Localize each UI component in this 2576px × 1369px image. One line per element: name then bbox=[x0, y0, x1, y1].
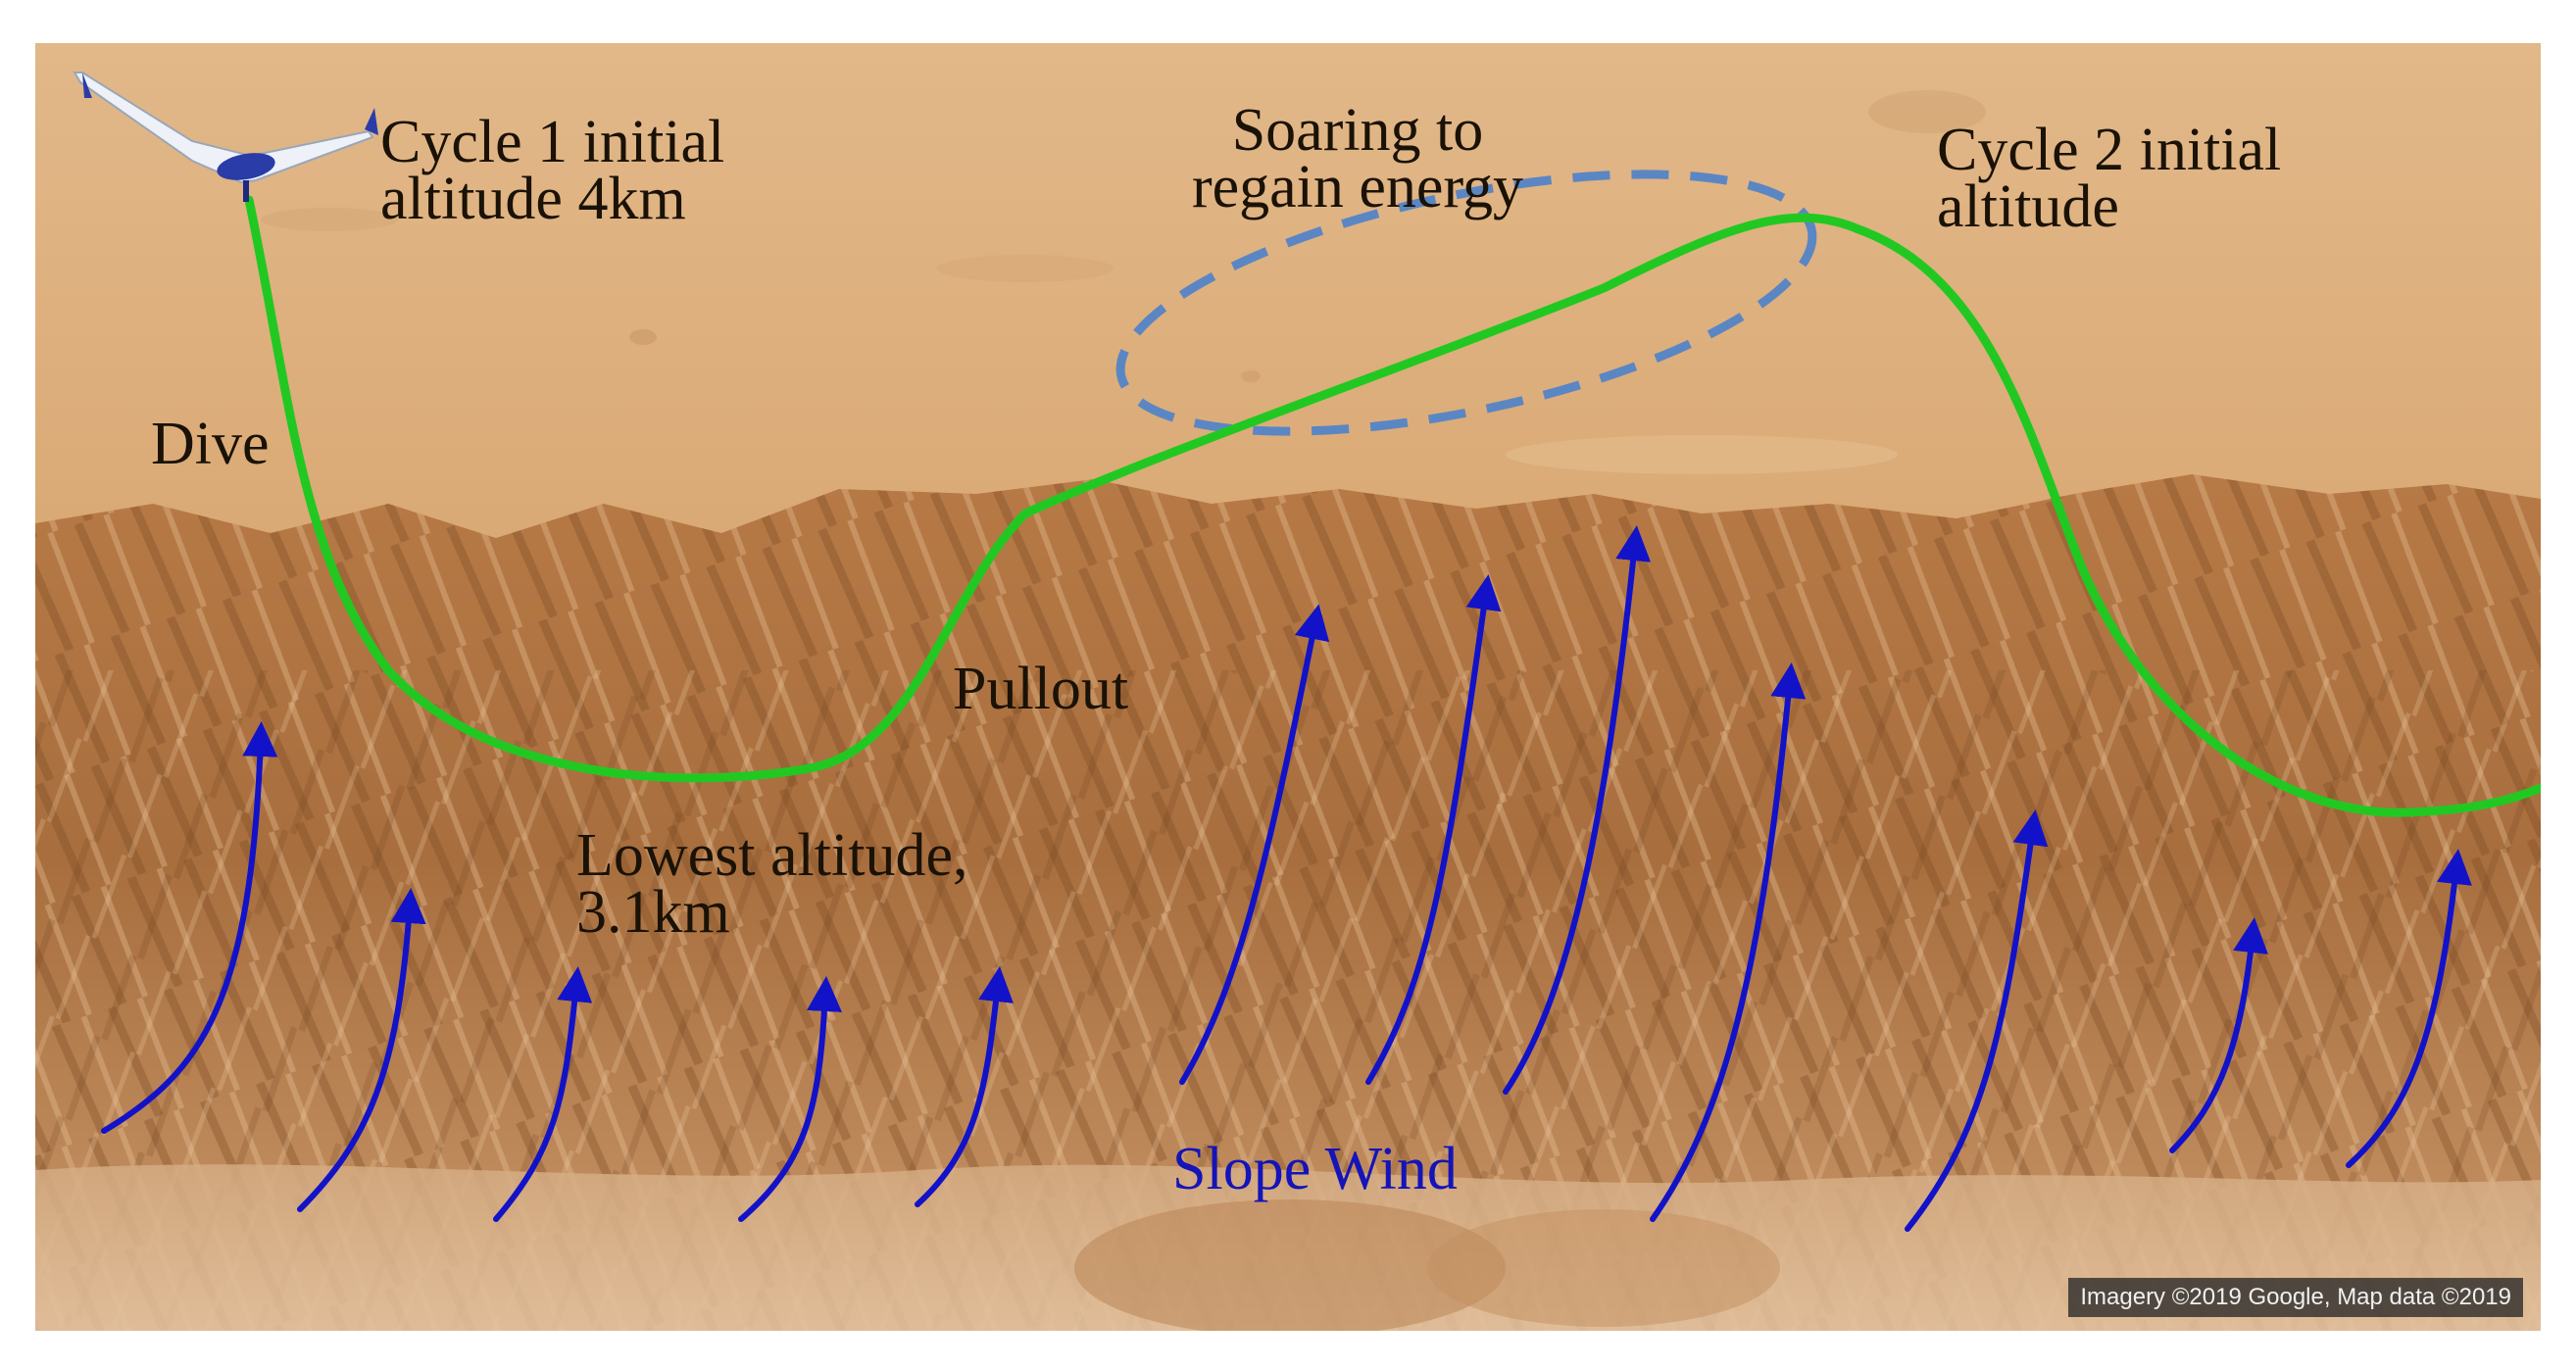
slope-wind-text: Slope Wind bbox=[1172, 1136, 1458, 1202]
diagram-scene: Cycle 1 initial altitude 4km Soaring to … bbox=[35, 43, 2541, 1331]
dive-text: Dive bbox=[151, 411, 270, 477]
wind-arrow bbox=[1365, 574, 1502, 1085]
wind-arrow bbox=[1179, 604, 1330, 1085]
pullout-label: Pullout bbox=[953, 656, 1129, 722]
cycle2-line1: Cycle 2 initial bbox=[1937, 117, 2282, 183]
wind-arrow bbox=[2346, 849, 2472, 1168]
soaring-region-ellipse bbox=[1115, 170, 1817, 436]
lowest-altitude-label: Lowest altitude, 3.1km bbox=[576, 822, 968, 946]
wind-arrow bbox=[101, 721, 278, 1134]
wind-arrow bbox=[297, 888, 426, 1212]
wind-arrow bbox=[915, 966, 1014, 1207]
dive-label: Dive bbox=[151, 411, 270, 477]
wind-arrow bbox=[1905, 809, 2049, 1232]
cycle1-label: Cycle 1 initial altitude 4km bbox=[380, 109, 725, 232]
wind-arrow bbox=[1503, 525, 1652, 1095]
cycle2-label: Cycle 2 initial altitude bbox=[1937, 117, 2282, 240]
wind-arrow bbox=[493, 966, 593, 1222]
cycle2-line2: altitude bbox=[1937, 173, 2119, 240]
lowest-line2: 3.1km bbox=[576, 879, 730, 946]
terrain-map bbox=[35, 43, 2541, 1331]
slope-wind-label: Slope Wind bbox=[1172, 1136, 1458, 1202]
soaring-label: Soaring to regain energy bbox=[1192, 97, 1523, 220]
wind-arrow bbox=[738, 976, 842, 1222]
glider-icon bbox=[73, 72, 378, 202]
cycle1-line2: altitude 4km bbox=[380, 166, 686, 232]
flight-trajectory bbox=[244, 195, 2541, 817]
imagery-credit: Imagery ©2019 Google, Map data ©2019 bbox=[2068, 1278, 2523, 1317]
lowest-line1: Lowest altitude, bbox=[576, 822, 968, 889]
soaring-line1: Soaring to bbox=[1231, 97, 1484, 164]
pullout-text: Pullout bbox=[953, 656, 1129, 722]
wind-arrow bbox=[1650, 662, 1807, 1222]
cycle1-line1: Cycle 1 initial bbox=[380, 109, 725, 175]
slope-wind-arrows bbox=[101, 525, 2472, 1232]
soaring-line2: regain energy bbox=[1192, 154, 1523, 220]
wind-arrow bbox=[2169, 917, 2268, 1153]
